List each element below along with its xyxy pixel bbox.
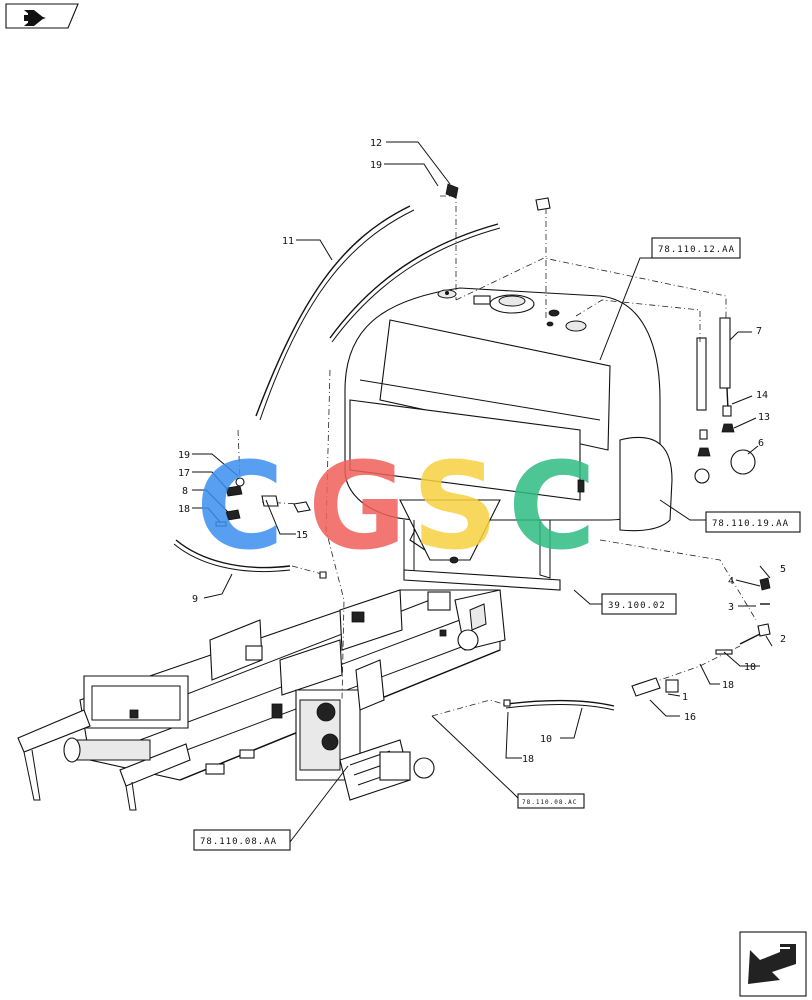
callout-9[interactable]: 9 <box>192 594 198 605</box>
callout-4[interactable]: 4 <box>728 576 734 587</box>
callout-5[interactable]: 5 <box>780 564 786 575</box>
callout-18-left[interactable]: 18 <box>178 504 190 515</box>
ref-label: 78.110.12.AA <box>658 245 735 255</box>
callout-18-bottom[interactable]: 18 <box>522 754 534 765</box>
watermark-letter-2: G <box>308 438 407 577</box>
callout-17[interactable]: 17 <box>178 468 190 479</box>
watermark-letter-4: C <box>508 438 596 577</box>
ref-78-110-08-aa[interactable]: 78.110.08.AA <box>193 829 291 851</box>
callout-1[interactable]: 1 <box>682 692 688 703</box>
prev-page-button[interactable] <box>5 3 79 29</box>
watermark-letter-3: S <box>412 438 498 577</box>
ref-label: 78.110.19.AA <box>712 519 789 529</box>
callout-15[interactable]: 15 <box>296 530 308 541</box>
callout-13[interactable]: 13 <box>758 412 770 423</box>
watermark: C G S C <box>196 438 596 577</box>
callout-10-right[interactable]: 10 <box>744 662 756 673</box>
ref-39-100-02[interactable]: 39.100.02 <box>601 593 677 615</box>
callout-18-right[interactable]: 18 <box>722 680 734 691</box>
ref-label: 39.100.02 <box>608 601 666 611</box>
fittings <box>215 183 771 707</box>
callout-labels: 12 19 11 7 14 13 6 19 17 8 18 15 9 5 4 3… <box>178 138 786 765</box>
callout-3[interactable]: 3 <box>728 602 734 613</box>
callout-19[interactable]: 19 <box>370 160 382 171</box>
callout-19-left[interactable]: 19 <box>178 450 190 461</box>
next-page-button[interactable] <box>739 931 807 997</box>
pump-assembly <box>271 659 435 801</box>
callout-leaders <box>192 141 773 843</box>
ref-label: 78.110.08.AC <box>522 799 577 806</box>
callout-12[interactable]: 12 <box>370 138 382 149</box>
callout-11[interactable]: 11 <box>282 236 294 247</box>
ref-78-110-19-aa[interactable]: 78.110.19.AA <box>705 511 801 533</box>
hoses <box>173 205 761 711</box>
callout-7[interactable]: 7 <box>756 326 762 337</box>
callout-8[interactable]: 8 <box>182 486 188 497</box>
callout-14[interactable]: 14 <box>756 390 768 401</box>
spray-tank <box>344 287 673 591</box>
chassis-frame <box>17 589 506 811</box>
arrow-right-icon <box>24 10 46 26</box>
callout-6[interactable]: 6 <box>758 438 764 449</box>
arrow-down-left-icon <box>748 944 796 984</box>
ref-78-110-08-ac[interactable]: 78.110.08.AC <box>517 793 585 809</box>
callout-16[interactable]: 16 <box>684 712 696 723</box>
callout-10-bottom[interactable]: 10 <box>540 734 552 745</box>
watermark-letter-1: C <box>196 438 284 577</box>
callout-2[interactable]: 2 <box>780 634 786 645</box>
ref-78-110-12-aa[interactable]: 78.110.12.AA <box>651 237 741 259</box>
ref-label: 78.110.08.AA <box>200 837 277 847</box>
